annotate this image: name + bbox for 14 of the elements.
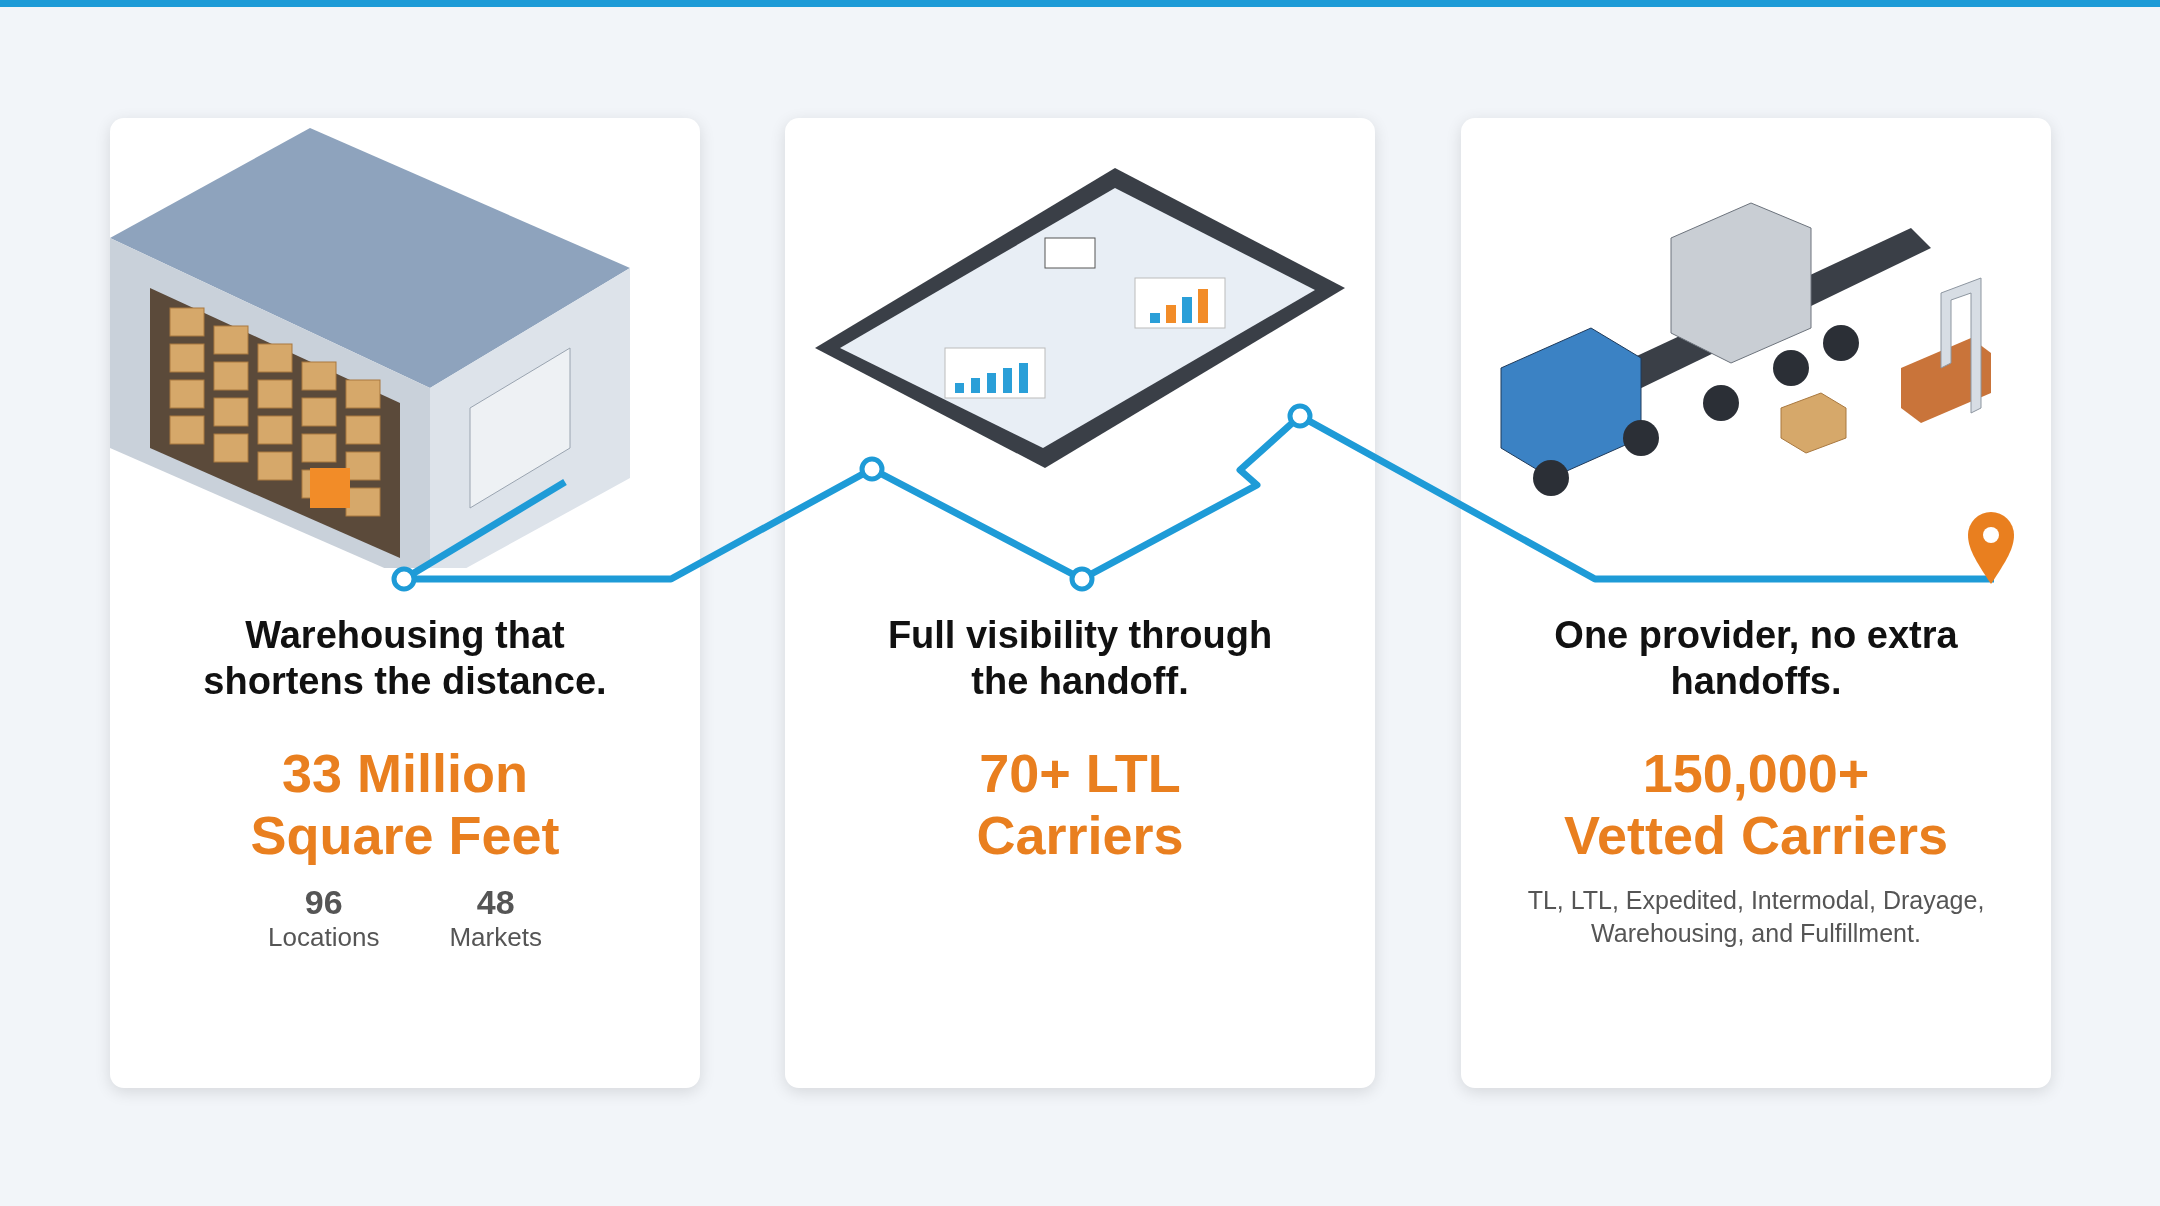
stat-figure: 150,000+ Vetted Carriers (1562, 742, 1950, 867)
card-heading: Warehousing that shortens the distance. (202, 613, 608, 704)
stat-figure: 70+ LTL Carriers (975, 742, 1185, 867)
service-list: TL, LTL, Expedited, Intermodal, Drayage, Warehousing, and Fulfillment. (1506, 884, 2006, 950)
info-card (785, 118, 1375, 1088)
stat-number: 48 (476, 884, 515, 922)
stat-number: 96 (304, 884, 343, 922)
card-heading: Full visibility through the handoff. (886, 613, 1274, 704)
card-heading: One provider, no extra handoffs. (1553, 613, 1959, 704)
info-card (110, 118, 700, 1088)
stat-figure: 33 Million Square Feet (249, 742, 561, 867)
stat-caption: Markets (449, 921, 542, 953)
info-card (1461, 118, 2051, 1088)
stat-caption: Locations (268, 921, 380, 953)
